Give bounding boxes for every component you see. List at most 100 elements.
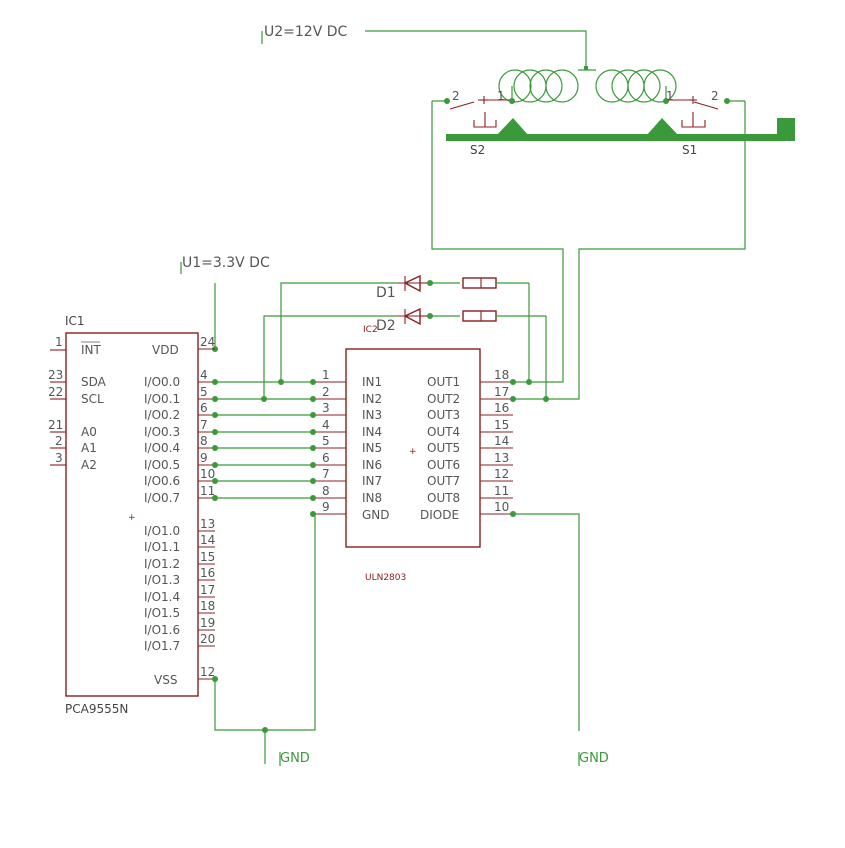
ic1-pca9555n: IC1 PCA9555N + 1 INT 23 SDA 22 SCL 21 A0… <box>48 314 215 716</box>
ic1-pin-name: I/O1.4 <box>144 590 180 604</box>
ic2-pin-num: 12 <box>494 467 509 481</box>
ic2-pin-num: 2 <box>322 385 330 399</box>
ic1-pin-name: I/O1.0 <box>144 524 180 538</box>
ic2-pin-num: 8 <box>322 484 330 498</box>
ic1-pin-name: I/O0.7 <box>144 491 180 505</box>
ic1-pin-num: 24 <box>200 335 215 349</box>
ic2-pin-name: OUT4 <box>427 425 460 439</box>
ic1-pin-num: 8 <box>200 434 208 448</box>
ic2-pin-num: 11 <box>494 484 509 498</box>
ic2-pin-num: 17 <box>494 385 509 399</box>
ic1-pin-num: 3 <box>55 451 63 465</box>
ic1-pin-name: I/O0.1 <box>144 392 180 406</box>
ic2-pin-num: 1 <box>322 368 330 382</box>
ic2-pin-num: 9 <box>322 500 330 514</box>
u2-supply: U2=12V DC <box>261 24 588 70</box>
wire-relay-left <box>431 101 564 383</box>
ic2-pin-num: 14 <box>494 434 509 448</box>
ic1-pin-num: 19 <box>200 616 215 630</box>
ic2-pin-num: 4 <box>322 418 330 432</box>
ic2-origin-mark: + <box>409 447 417 457</box>
ic1-pin-num: 2 <box>55 434 63 448</box>
ic2-pin-name: OUT1 <box>427 375 460 389</box>
ic1-pin-name: I/O1.7 <box>144 639 180 653</box>
ic1-pin-num: 9 <box>200 451 208 465</box>
ic2-pin-num: 15 <box>494 418 509 432</box>
gnd-right-label: GND <box>579 751 609 766</box>
gnd-net-left: GND <box>212 511 316 766</box>
s2-pin-2: 2 <box>452 89 460 103</box>
ic1-pin-name: I/O0.6 <box>144 474 180 488</box>
ic2-pin-num: 18 <box>494 368 509 382</box>
ic1-pin-num: 10 <box>200 467 215 481</box>
switch-s2: 2 1 S2 <box>432 89 515 157</box>
ic1-pin-num: 4 <box>200 368 208 382</box>
ic2-pin-name: IN7 <box>362 474 382 488</box>
d2-label: D2 <box>376 318 396 334</box>
ic1-pin-num: 7 <box>200 418 208 432</box>
ic2-ref: IC2 <box>363 325 378 335</box>
u1-supply: U1=3.3V DC <box>180 255 270 352</box>
ic2-pin-name: OUT2 <box>427 392 460 406</box>
s1-pin-1: 1 <box>666 89 674 103</box>
ic1-pin-name: A0 <box>81 425 97 439</box>
ic1-pin-name: I/O0.4 <box>144 441 180 455</box>
s1-pin-2: 2 <box>711 89 719 103</box>
ic1-pin-name: INT <box>81 343 102 357</box>
ic2-pin-num: 7 <box>322 467 330 481</box>
s2-pin-1: 1 <box>497 89 505 103</box>
gnd-net-right: GND <box>510 511 609 766</box>
ic1-pin-num: 14 <box>200 533 215 547</box>
ic2-pin-name: IN2 <box>362 392 382 406</box>
d1-label: D1 <box>376 285 396 301</box>
ic2-pin-name: IN4 <box>362 425 382 439</box>
ic1-pin-name: A1 <box>81 441 97 455</box>
s2-label: S2 <box>470 143 485 157</box>
ic2-uln2803: IC2 ULN2803 + 1 IN1 2 IN2 3 IN3 4 IN4 5 … <box>313 325 513 583</box>
ic1-pin-num: 5 <box>200 385 208 399</box>
ic2-pin-name: OUT8 <box>427 491 460 505</box>
relay-coil-left <box>498 69 596 103</box>
ic1-part: PCA9555N <box>65 702 128 716</box>
ic2-pin-name: IN6 <box>362 458 382 472</box>
ic1-pin-num: 15 <box>200 550 215 564</box>
ic2-pin-name: OUT6 <box>427 458 460 472</box>
ic1-pin-num: 18 <box>200 599 215 613</box>
ic1-pin-num: 22 <box>48 385 63 399</box>
ic1-pin-name: I/O0.2 <box>144 408 180 422</box>
ic1-pin-num: 11 <box>200 484 215 498</box>
ic1-pin-name: I/O0.0 <box>144 375 180 389</box>
ic2-pin-name: GND <box>362 508 390 522</box>
diode-d1: D1 <box>280 274 532 385</box>
ic2-pin-name: OUT5 <box>427 441 460 455</box>
ic1-pin-name: I/O1.6 <box>144 623 180 637</box>
ic1-pin-num: 12 <box>200 665 215 679</box>
ic1-pin-num: 17 <box>200 583 215 597</box>
switch-s1: 1 2 S1 <box>663 89 745 157</box>
ic1-pin-num: 20 <box>200 632 215 646</box>
ic2-pin-num: 13 <box>494 451 509 465</box>
u2-label: U2=12V DC <box>264 24 348 40</box>
ic2-pin-name: IN5 <box>362 441 382 455</box>
ic1-pin-name: I/O1.2 <box>144 557 180 571</box>
ic2-pin-name: OUT7 <box>427 474 460 488</box>
ic1-pin-num: 13 <box>200 517 215 531</box>
ic1-pin-num: 21 <box>48 418 63 432</box>
ic1-pin-num: 23 <box>48 368 63 382</box>
ic2-pin-num: 5 <box>322 434 330 448</box>
ic2-pin-name: IN1 <box>362 375 382 389</box>
ic1-pin-name: I/O1.1 <box>144 540 180 554</box>
ic1-pin-name: A2 <box>81 458 97 472</box>
ic1-pin-name: SCL <box>81 392 104 406</box>
ic2-part: ULN2803 <box>365 573 406 583</box>
ic1-io1-pins: 13 I/O1.0 14 I/O1.1 15 I/O1.2 16 I/O1.3 … <box>144 517 215 653</box>
ic2-pin-num: 10 <box>494 500 509 514</box>
ic1-ref: IC1 <box>65 314 85 328</box>
ic1-pin-name: VDD <box>152 343 179 357</box>
u1-label: U1=3.3V DC <box>182 255 270 271</box>
ic1-pin-name: I/O1.5 <box>144 606 180 620</box>
ic1-pin-name: VSS <box>154 673 177 687</box>
ic1-pin-name: I/O1.3 <box>144 573 180 587</box>
ic1-pin-name: I/O0.5 <box>144 458 180 472</box>
